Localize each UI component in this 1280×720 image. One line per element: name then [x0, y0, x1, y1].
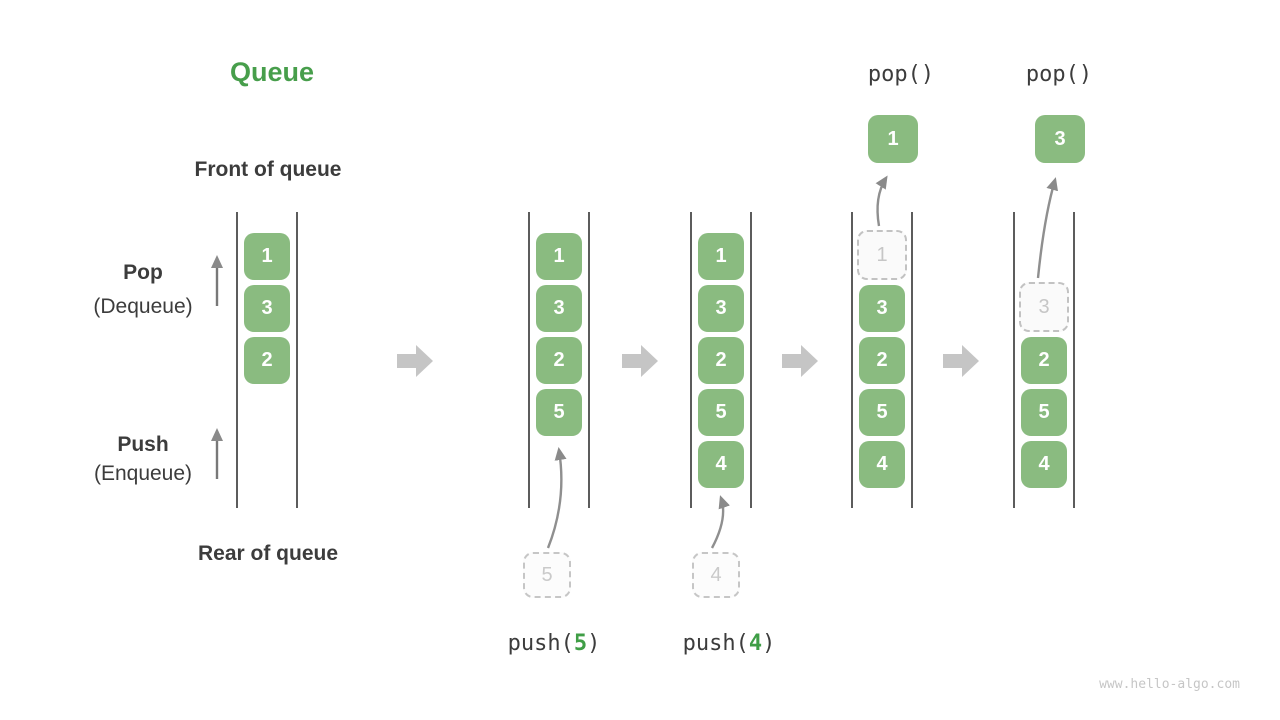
queue-cell: 4 [698, 441, 744, 488]
queue-cell: 4 [1021, 441, 1067, 488]
diagram-title: Queue [230, 57, 315, 87]
popped-cell: 1 [868, 115, 918, 163]
enqueue-sublabel: (Enqueue) [93, 462, 193, 485]
queue-rails [1013, 212, 1075, 508]
queue-cell: 2 [859, 337, 905, 384]
pop-operation-label: pop() [867, 62, 935, 87]
state-transition-arrow [397, 345, 433, 377]
queue-rails [690, 212, 752, 508]
push-call-text: push( [682, 631, 749, 656]
push-call-text: push( [507, 631, 574, 656]
queue-rails [528, 212, 590, 508]
state-transition-arrow [622, 345, 658, 377]
popped-cell: 3 [1035, 115, 1085, 163]
staged-cell: 5 [523, 552, 571, 598]
queue-cell: 5 [859, 389, 905, 436]
pop-operation-label: pop() [1025, 62, 1093, 87]
queue-cell: 1 [244, 233, 290, 280]
queue-cell: 5 [698, 389, 744, 436]
queue-cell: 2 [698, 337, 744, 384]
push-operation-label: push(4) [683, 631, 776, 656]
queue-cell: 3 [244, 285, 290, 332]
queue-cell: 1 [536, 233, 582, 280]
watermark: www.hello-algo.com [1099, 677, 1240, 692]
queue-cell: 3 [859, 285, 905, 332]
rear-of-queue-label: Rear of queue [197, 542, 339, 565]
push-call-close: ) [762, 631, 776, 656]
dequeued-slot: 3 [1019, 282, 1069, 332]
queue-cell: 3 [698, 285, 744, 332]
push-argument: 4 [748, 631, 763, 656]
queue-cell: 2 [244, 337, 290, 384]
queue-cell: 2 [1021, 337, 1067, 384]
queue-rails [851, 212, 913, 508]
staged-cell: 4 [692, 552, 740, 598]
dequeued-slot: 1 [857, 230, 907, 280]
state-transition-arrow [782, 345, 818, 377]
push-argument: 5 [573, 631, 588, 656]
queue-rails [236, 212, 298, 508]
pop-label: Pop [123, 261, 163, 284]
push-label: Push [117, 433, 169, 456]
queue-cell: 3 [536, 285, 582, 332]
queue-cell: 2 [536, 337, 582, 384]
state-transition-arrow [943, 345, 979, 377]
push-call-close: ) [587, 631, 601, 656]
dequeue-sublabel: (Dequeue) [93, 295, 193, 318]
queue-cell: 5 [536, 389, 582, 436]
push-operation-label: push(5) [508, 631, 601, 656]
queue-cell: 1 [698, 233, 744, 280]
queue-cell: 5 [1021, 389, 1067, 436]
queue-cell: 4 [859, 441, 905, 488]
front-of-queue-label: Front of queue [194, 158, 342, 181]
